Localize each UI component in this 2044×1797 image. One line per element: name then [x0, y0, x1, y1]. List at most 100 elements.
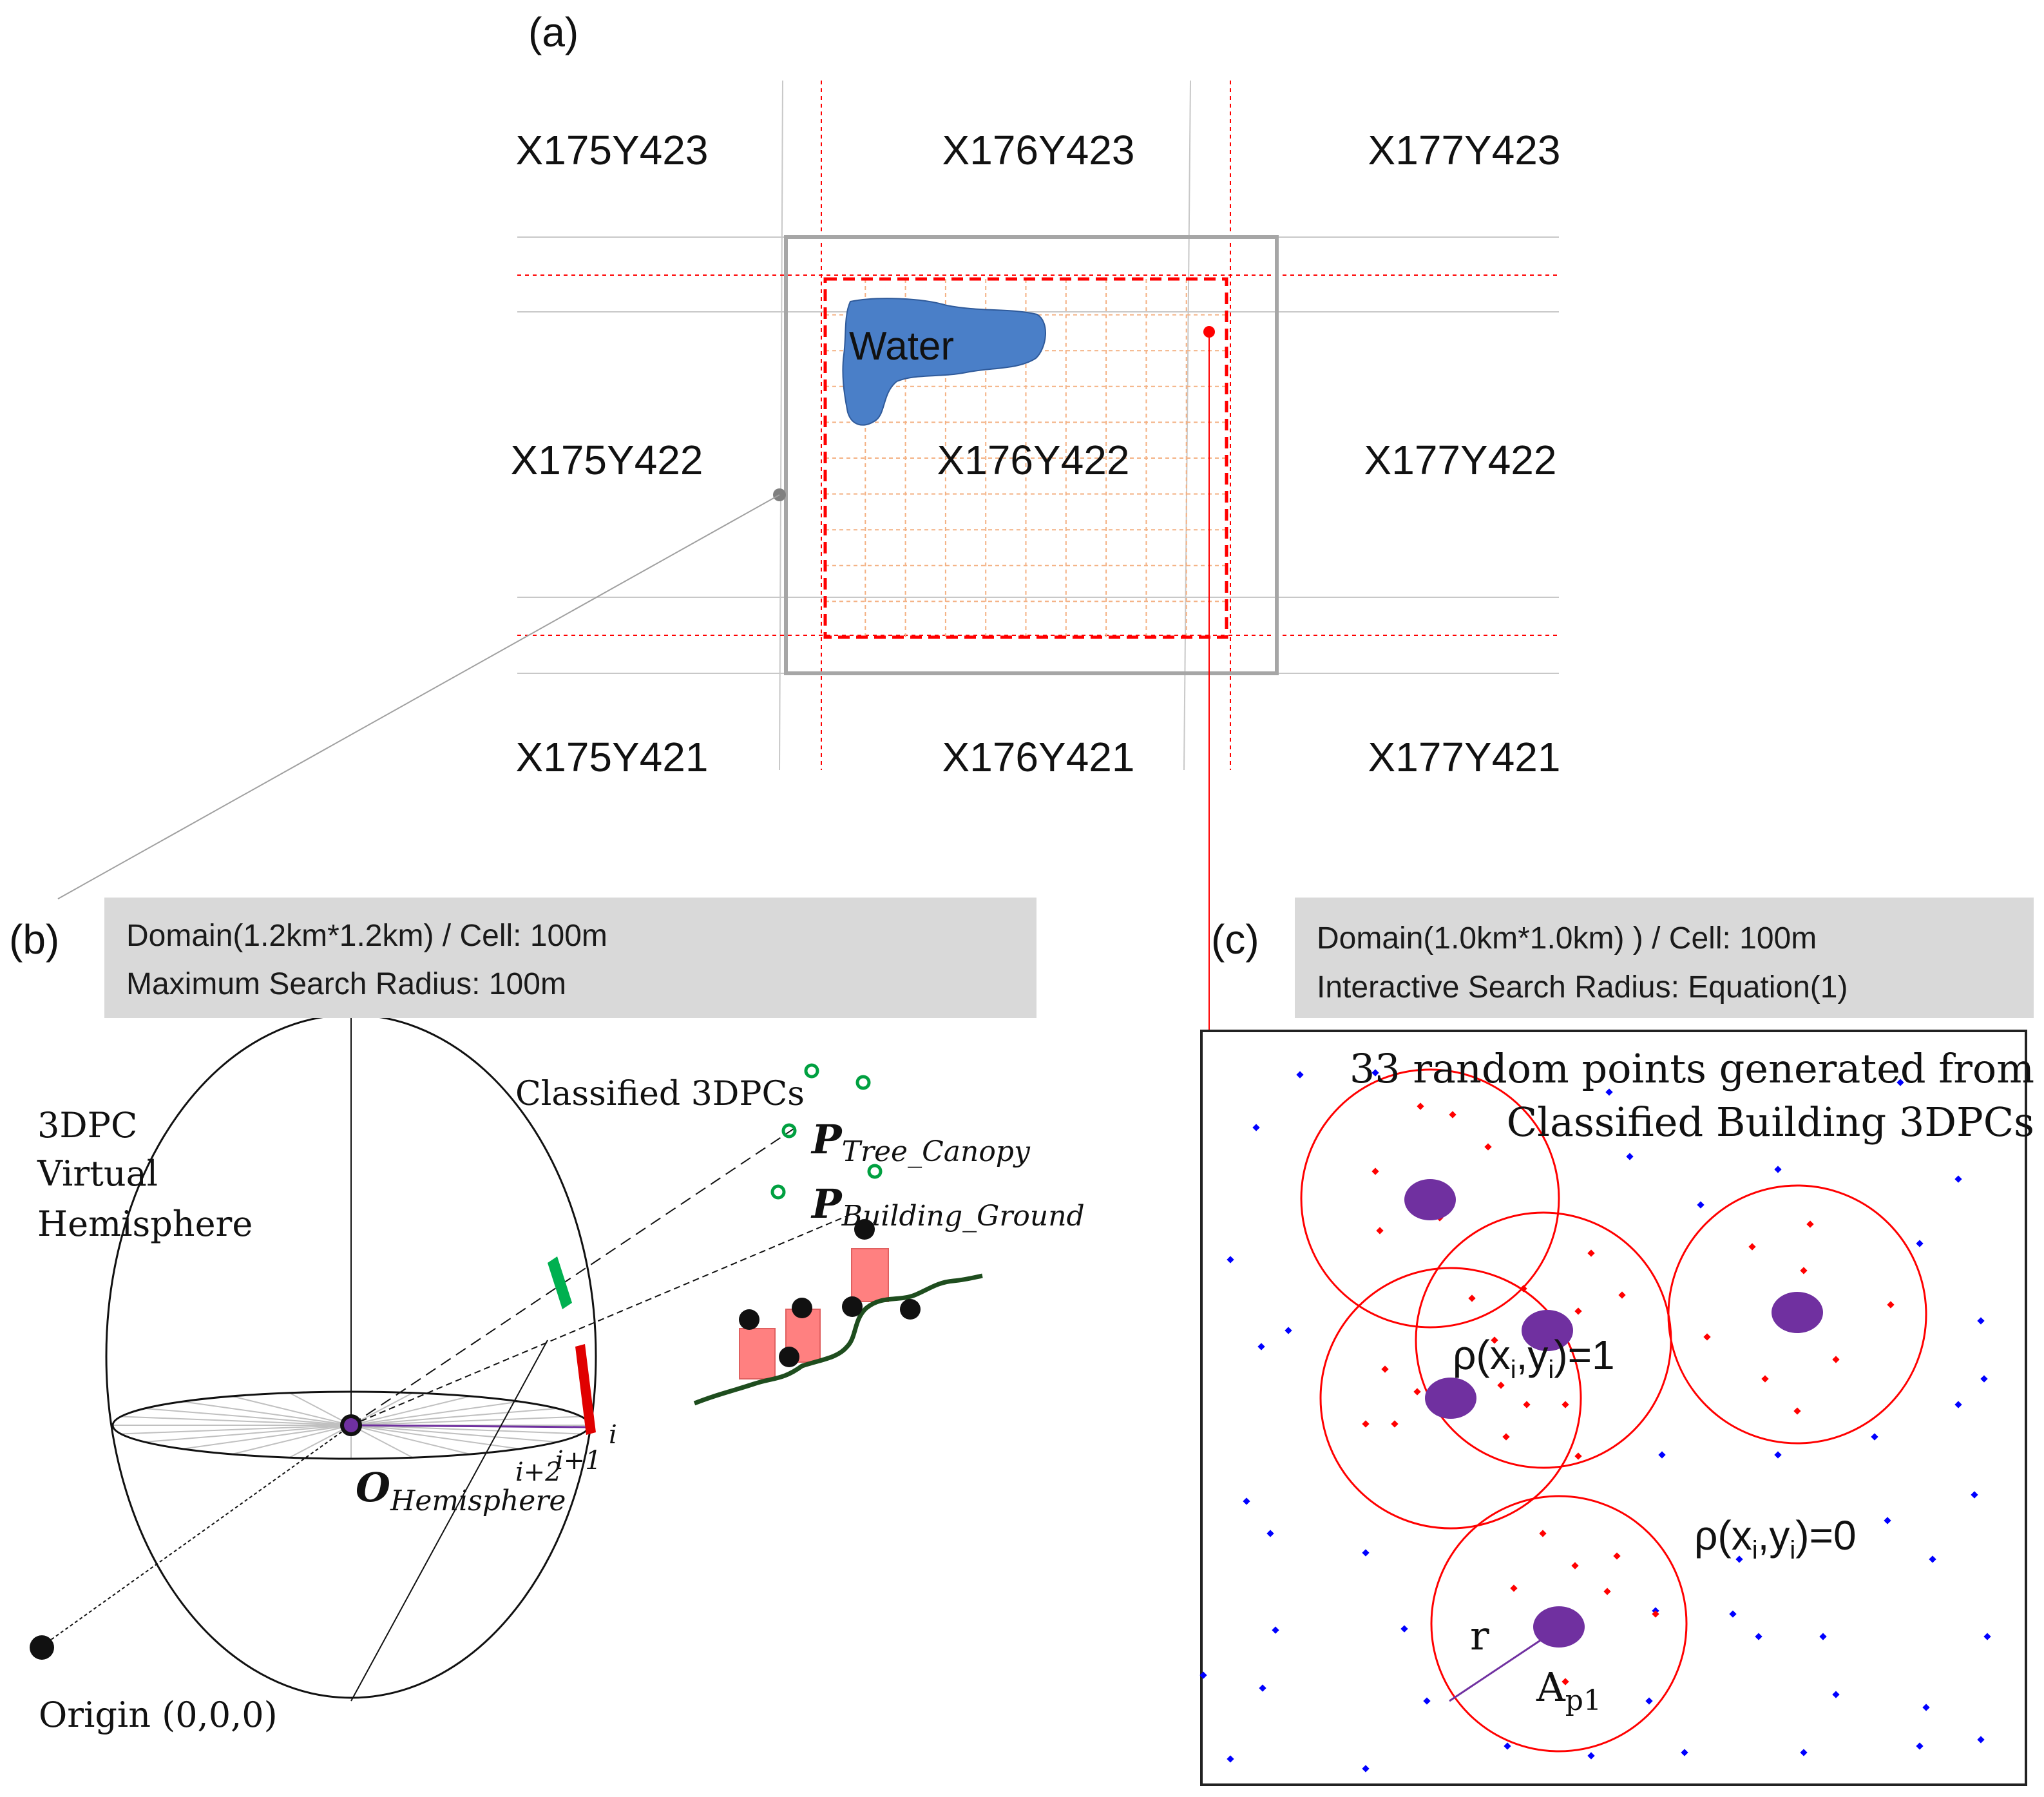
- building-point: [854, 1219, 875, 1240]
- tree-point: [781, 1123, 797, 1139]
- building-ground-points: [739, 1219, 921, 1367]
- blue-point: [1980, 1375, 1988, 1383]
- red-point: [1484, 1143, 1492, 1151]
- tile-label: X175Y421: [516, 734, 709, 780]
- red-point: [1806, 1220, 1814, 1228]
- panel-b-info-line2: Maximum Search Radius: 100m: [126, 967, 566, 1001]
- blue-point: [1735, 1555, 1743, 1563]
- building-box: [851, 1248, 889, 1302]
- sightline-building: [350, 1214, 851, 1426]
- blue-point: [1296, 1071, 1304, 1079]
- building-intersection-marker: [575, 1344, 596, 1435]
- red-point: [1413, 1388, 1421, 1396]
- hemisphere-label-line: Hemisphere: [37, 1204, 253, 1244]
- circle-center: [1425, 1378, 1476, 1419]
- p-building-main: P: [810, 1180, 843, 1227]
- panel-c-info-line2: Interactive Search Radius: Equation(1): [1317, 970, 1848, 1004]
- o-hemisphere-label: OHemisphere: [356, 1464, 566, 1517]
- panel-b: (b) Origin (0,0,0) 3DPC Virtual Hemisphe…: [9, 898, 1085, 1735]
- tile-label: X177Y423: [1368, 127, 1561, 173]
- equator-spoke: [350, 1425, 414, 1459]
- blue-point: [1400, 1625, 1408, 1633]
- equator-spoke: [182, 1401, 352, 1426]
- equator-spoke: [350, 1395, 471, 1426]
- red-point: [1652, 1610, 1659, 1618]
- blue-point: [1755, 1633, 1762, 1640]
- equator-spoke: [350, 1425, 582, 1435]
- red-point: [1800, 1267, 1808, 1274]
- tree-point: [804, 1063, 819, 1079]
- blue-point: [1977, 1736, 1985, 1744]
- panel-c-frame: [1200, 1030, 2027, 1786]
- hemisphere-label-line: 3DPC: [37, 1105, 137, 1146]
- red-point: [1391, 1420, 1399, 1428]
- blue-point: [1587, 1752, 1595, 1760]
- hemisphere-label: 3DPC Virtual Hemisphere: [37, 1105, 253, 1244]
- red-point: [1539, 1530, 1547, 1537]
- blue-point: [1916, 1240, 1924, 1247]
- blue-point: [1199, 1671, 1207, 1679]
- equator-spoke: [350, 1416, 582, 1426]
- corner-point-leader: [57, 494, 780, 899]
- red-point: [1468, 1294, 1476, 1302]
- blue-point: [1423, 1697, 1431, 1705]
- blue-point: [1645, 1697, 1653, 1705]
- red-point: [1618, 1291, 1626, 1299]
- red-point: [1362, 1420, 1370, 1428]
- p-tree-sub: Tree_Canopy: [842, 1135, 1031, 1168]
- red-point: [1793, 1407, 1801, 1415]
- building-point: [739, 1309, 759, 1330]
- rho-zero-pre: ρ(x: [1694, 1512, 1752, 1559]
- circle-center: [1533, 1606, 1585, 1648]
- area-main: A: [1536, 1664, 1566, 1711]
- blue-point: [1362, 1765, 1370, 1773]
- red-point: [1761, 1375, 1769, 1383]
- tile-label: X176Y422: [937, 437, 1130, 483]
- p-tree-main: P: [810, 1116, 843, 1163]
- equator-spoke: [289, 1425, 352, 1459]
- p-building-sub: Building_Ground: [841, 1200, 1085, 1233]
- red-point: [1371, 1168, 1379, 1175]
- panel-a: Water X175Y423 X176Y423 X177Y423 X175Y42…: [57, 9, 1561, 1041]
- index-label-i-plus-2: i+2: [515, 1457, 562, 1487]
- rho-one-sub2: i: [1548, 1356, 1554, 1384]
- equator-spoke: [144, 1408, 352, 1426]
- tile-label: X177Y421: [1368, 734, 1561, 780]
- equator-spoke: [231, 1425, 352, 1456]
- panel-c-info-line1: Domain(1.0km*1.0km) ) / Cell: 100m: [1317, 921, 1817, 956]
- panel-a-label: (a): [528, 9, 578, 55]
- blue-point: [1362, 1549, 1370, 1557]
- search-circle: [1319, 1267, 1582, 1530]
- panel-c-info-box: [1295, 898, 2034, 1018]
- circle-centers: [1404, 1179, 1823, 1648]
- red-point: [1376, 1227, 1384, 1235]
- rho-one-sub1: i: [1511, 1356, 1516, 1384]
- red-points: [1362, 1102, 1895, 1686]
- red-dashed-extensions: [517, 81, 1559, 770]
- blue-point: [1954, 1401, 1962, 1408]
- blue-point: [1243, 1497, 1250, 1505]
- equator-spoke: [231, 1395, 352, 1426]
- lower-chord: [350, 1340, 548, 1702]
- analysis-domain-dashed: [823, 277, 1228, 639]
- search-circle: [1667, 1184, 1927, 1445]
- building-point: [900, 1299, 921, 1320]
- o-main: O: [356, 1464, 390, 1511]
- red-point: [1502, 1433, 1510, 1441]
- index-label-i-plus-1: i+1: [555, 1446, 602, 1475]
- origin-point: [30, 1635, 54, 1660]
- panel-b-label: (b): [9, 916, 59, 963]
- blue-point: [1800, 1749, 1808, 1756]
- red-point: [1449, 1111, 1457, 1119]
- panel-c-label: (c): [1211, 916, 1259, 963]
- equator-spoke: [144, 1425, 352, 1443]
- blue-point: [1504, 1742, 1511, 1750]
- red-point: [1497, 1381, 1505, 1389]
- building-box: [739, 1328, 776, 1379]
- blue-point: [1658, 1451, 1666, 1459]
- equator-spoke: [350, 1425, 471, 1456]
- panel-c: (c) Domain(1.0km*1.0km) ) / Cell: 100m I…: [1199, 898, 2034, 1786]
- blue-point: [1977, 1317, 1985, 1325]
- blue-point: [1227, 1755, 1234, 1763]
